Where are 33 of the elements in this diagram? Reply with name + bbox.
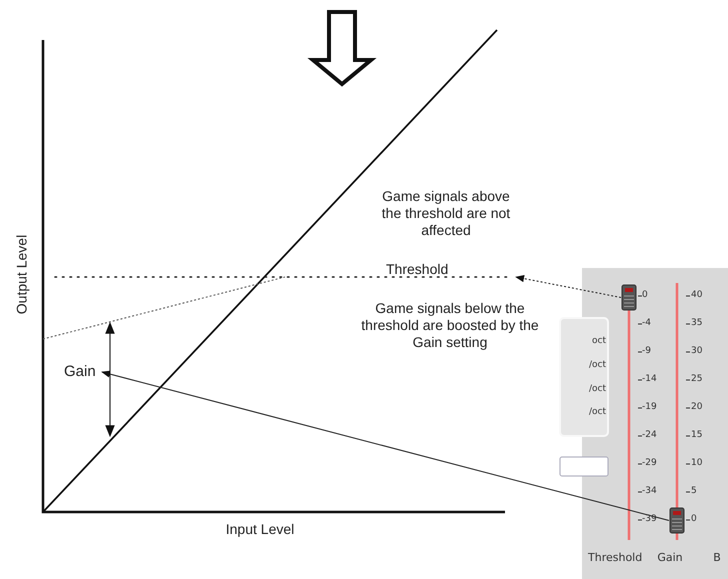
scale-value: -9 xyxy=(642,346,652,357)
scale-value: 30 xyxy=(691,346,704,357)
slider-label: Threshold xyxy=(588,552,640,563)
scale-value: 15 xyxy=(691,430,704,441)
scale-value: 25 xyxy=(691,374,704,385)
scale-value: -39 xyxy=(642,514,658,525)
scale-value: 10 xyxy=(691,458,704,469)
scale-value: -4 xyxy=(642,318,652,329)
axis-title: Input Level xyxy=(224,521,296,538)
option-text: oct xyxy=(591,336,606,347)
scale-value: -19 xyxy=(642,402,658,413)
scale-value: 35 xyxy=(691,318,704,329)
scale-value: 5 xyxy=(691,486,698,497)
option-text: /oct xyxy=(588,384,606,395)
note-text: Game signals below the threshold are boosted by the Gain setting xyxy=(360,300,540,351)
note-text: Game signals above the threshold are not affected xyxy=(380,188,512,239)
option-text: /oct xyxy=(588,360,606,371)
scale-value: 0 xyxy=(691,514,698,525)
slider-label: B xyxy=(712,552,722,563)
scale-value: 0 xyxy=(642,290,649,301)
option-text: /oct xyxy=(588,407,606,418)
scale-value: 20 xyxy=(691,402,704,413)
scale-value: -34 xyxy=(642,486,658,497)
scale-value: 40 xyxy=(691,290,704,301)
scale-value: -14 xyxy=(642,374,658,385)
threshold-label: Threshold xyxy=(386,261,448,277)
arrow xyxy=(101,370,670,521)
dashed-arrow xyxy=(515,275,622,298)
axis-title: Output Level xyxy=(14,234,30,316)
slider-label: Gain xyxy=(656,552,684,563)
scale-value: -24 xyxy=(642,430,658,441)
scale-value: -29 xyxy=(642,458,658,469)
gain-label: Gain xyxy=(64,362,97,382)
